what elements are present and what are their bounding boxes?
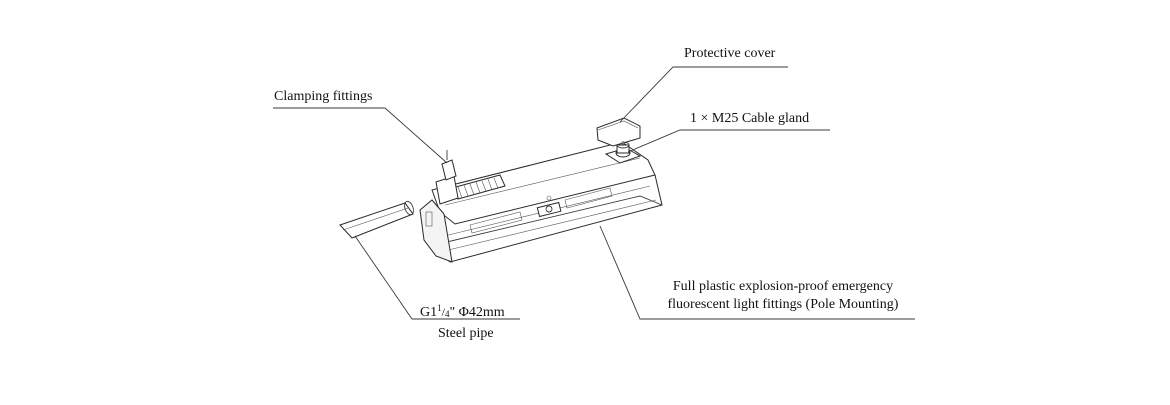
pipe-size-frac-den: 4: [444, 309, 450, 319]
pipe-size-fraction: 1/4: [437, 303, 450, 319]
pipe-size-suffix: " Φ42mm: [449, 305, 505, 320]
pipe-size-frac-slash: /: [441, 305, 445, 319]
protective-cover-drawing: [596, 117, 641, 147]
leader-lines: [273, 66, 915, 320]
light-fittings-label-line2: fluorescent light fittings (Pole Mountin…: [667, 297, 899, 312]
protective-cover-label: Protective cover: [684, 46, 776, 61]
pipe-size-label: G11/4" Φ42mm: [420, 300, 505, 323]
clamping-fittings-label: Clamping fittings: [274, 89, 373, 104]
light-fittings-label: Full plastic explosion-proof emergency f…: [652, 278, 914, 313]
pipe-size-frac-num: 1: [437, 303, 442, 313]
light-fitting-drawing: [419, 141, 663, 263]
pipe-size-prefix: G1: [420, 305, 438, 320]
steel-pipe-drawing: [339, 200, 414, 239]
steel-pipe-label: Steel pipe: [438, 326, 494, 341]
light-fittings-label-line1: Full plastic explosion-proof emergency: [672, 279, 894, 294]
cable-gland-label: 1 × M25 Cable gland: [690, 111, 810, 126]
